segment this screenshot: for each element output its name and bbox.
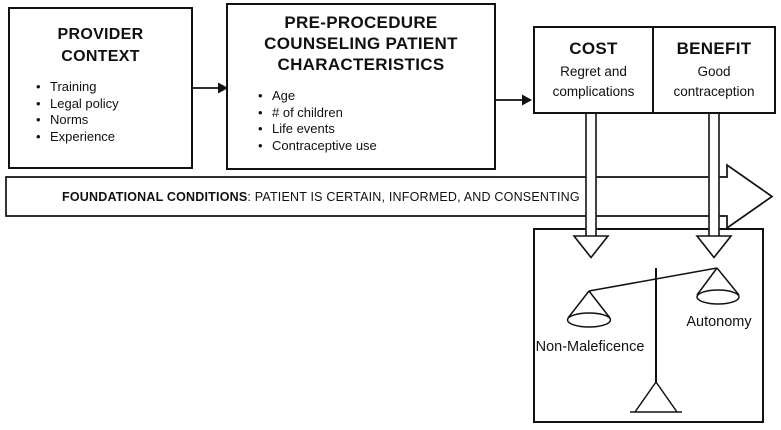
- list-item: Training: [36, 79, 191, 96]
- list-item: Experience: [36, 129, 191, 146]
- subtext-line: Good: [697, 64, 731, 79]
- counseling-characteristics-box: PRE-PROCEDURE COUNSELING PATIENT CHARACT…: [226, 3, 496, 170]
- foundational-conditions-banner: FOUNDATIONAL CONDITIONS: PATIENT IS CERT…: [62, 177, 580, 217]
- cost-title: COST: [569, 39, 618, 58]
- list-item: Life events: [258, 121, 494, 138]
- right-arrow-icon: [193, 82, 228, 94]
- provider-context-box: PROVIDER CONTEXT Training Legal policy N…: [8, 7, 193, 169]
- counseling-characteristics-bullets: Age # of children Life events Contracept…: [228, 88, 494, 154]
- title-line: COUNSELING PATIENT: [264, 34, 458, 53]
- subtext-line: contraception: [673, 84, 755, 99]
- benefit-title: BENEFIT: [676, 39, 752, 58]
- list-item: Norms: [36, 112, 191, 129]
- title-line: PROVIDER: [57, 26, 144, 43]
- banner-label-bold: FOUNDATIONAL CONDITIONS: [62, 190, 248, 204]
- title-line: CONTEXT: [61, 48, 140, 65]
- subtext-line: complications: [552, 84, 635, 99]
- benefit-box: BENEFIT Good contraception: [654, 26, 776, 114]
- counseling-characteristics-title: PRE-PROCEDURE COUNSELING PATIENT CHARACT…: [228, 12, 494, 75]
- subtext-line: Regret and: [560, 64, 627, 79]
- banner-label-rest: : PATIENT IS CERTAIN, INFORMED, AND CONS…: [247, 190, 580, 204]
- benefit-subtext: Good contraception: [654, 62, 774, 102]
- provider-context-bullets: Training Legal policy Norms Experience: [10, 79, 191, 145]
- list-item: # of children: [258, 105, 494, 122]
- cost-box: COST Regret and complications: [533, 26, 654, 114]
- title-line: PRE-PROCEDURE: [284, 13, 438, 32]
- non-maleficence-label: Non-Maleficence: [535, 339, 645, 355]
- cost-subtext: Regret and complications: [535, 62, 652, 102]
- list-item: Contraceptive use: [258, 138, 494, 155]
- provider-context-title: PROVIDER CONTEXT: [10, 24, 191, 68]
- right-arrow-icon: [496, 94, 532, 106]
- list-item: Age: [258, 88, 494, 105]
- autonomy-label: Autonomy: [686, 314, 752, 330]
- list-item: Legal policy: [36, 96, 191, 113]
- title-line: CHARACTERISTICS: [277, 55, 445, 74]
